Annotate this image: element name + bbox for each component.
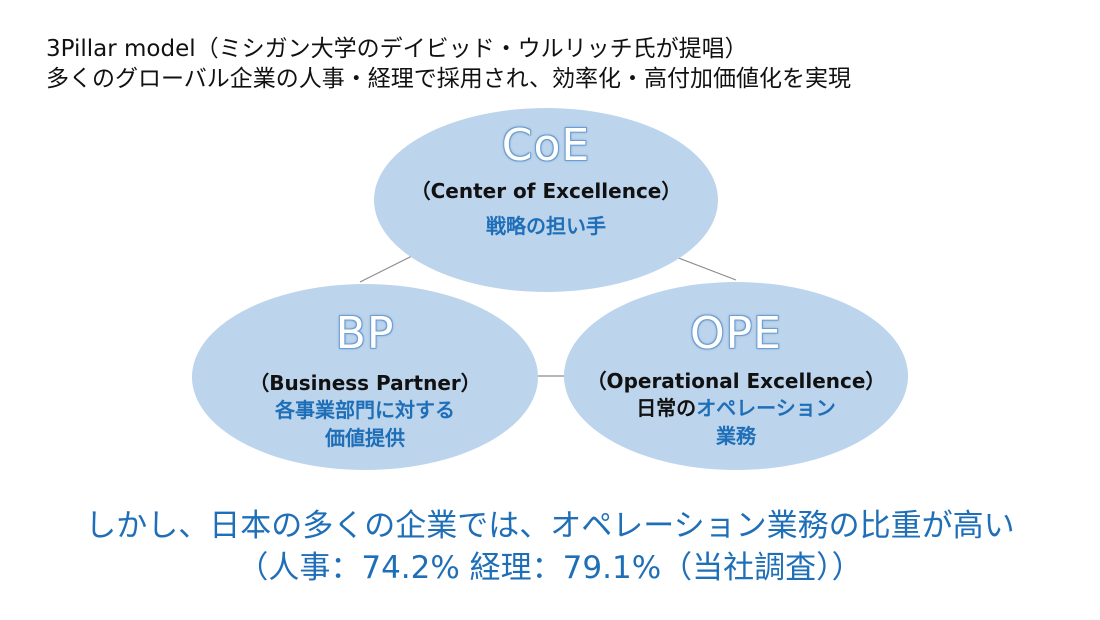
header-line-2: 多くのグローバル企業の人事・経理で採用され、効率化・高付加価値化を実現: [46, 66, 851, 92]
pillar-ope: OPE （Operational Excellence） 日常のオペレーション …: [564, 282, 908, 470]
pillar-ope-role-prefix: 日常の: [636, 396, 697, 420]
pillar-ope-role-line-2: 業務: [716, 424, 756, 448]
pillar-bp-role-line-2: 価値提供: [325, 426, 405, 450]
pillar-coe: CoE （Center of Excellence） 戦略の担い手: [374, 108, 718, 292]
pillar-bp: BP （Business Partner） 各事業部門に対する 価値提供: [192, 284, 538, 470]
pillar-ope-role-highlight: オペレーション: [696, 396, 836, 420]
pillar-bp-abbr: BP: [335, 308, 395, 359]
pillar-coe-full: （Center of Excellence）: [410, 179, 682, 203]
pillar-bp-role-line-1: 各事業部門に対する: [275, 398, 455, 422]
footer-line-2: （人事：74.2% 経理：79.1%（当社調査））: [237, 550, 863, 586]
pillar-ope-role-line-1: 日常のオペレーション: [636, 394, 836, 422]
footer-line-1: しかし、日本の多くの企業では、オペレーション業務の比重が高い: [85, 508, 1015, 544]
pillar-bp-full: （Business Partner）: [249, 371, 481, 395]
connector-coe-ope: [667, 253, 737, 281]
pillar-coe-abbr: CoE: [501, 120, 591, 171]
pillar-ope-full: （Operational Excellence）: [586, 369, 886, 393]
header-line-1: 3Pillar model（ミシガン大学のデイビッド・ウルリッチ氏が提唱）: [46, 36, 748, 62]
header: 3Pillar model（ミシガン大学のデイビッド・ウルリッチ氏が提唱） 多く…: [46, 34, 851, 94]
connector-coe-bp: [359, 253, 417, 283]
pillar-coe-role: 戦略の担い手: [486, 214, 606, 238]
pillar-ope-abbr: OPE: [690, 308, 782, 359]
